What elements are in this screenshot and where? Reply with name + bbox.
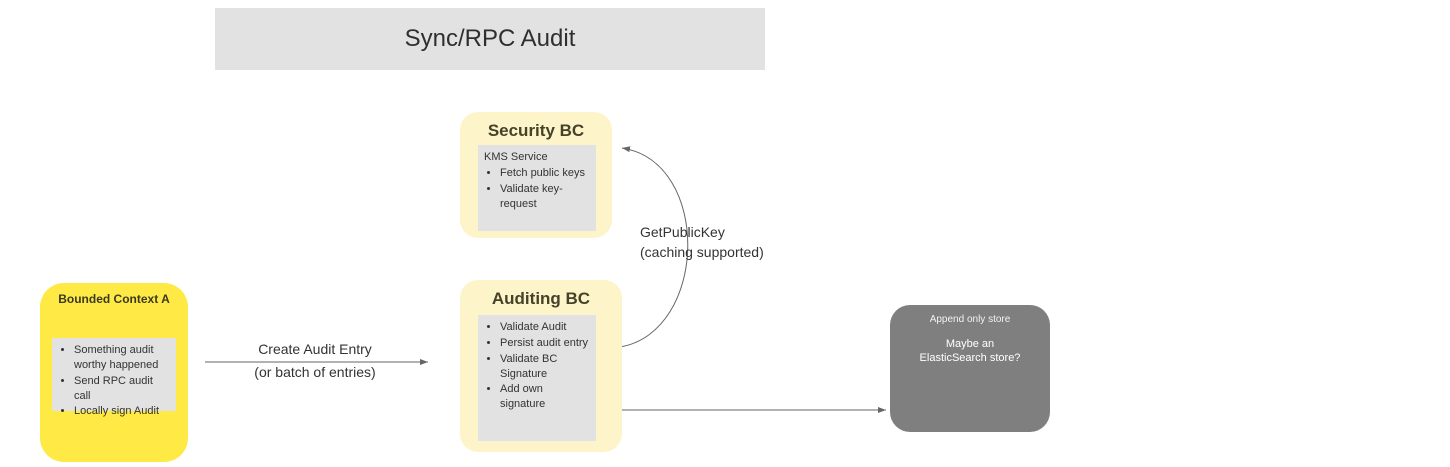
- list-item: Validate Audit: [500, 320, 590, 335]
- bounded-context-a-item-list: Something audit worthy happenedSend RPC …: [58, 343, 170, 419]
- store-body: Maybe an ElasticSearch store?: [919, 338, 1021, 365]
- diagram-title-label: Sync/RPC Audit: [404, 25, 576, 52]
- node-auditing-bc-title: Auditing BC: [491, 289, 591, 308]
- edge-label-get-public-key: GetPublicKey: [640, 224, 725, 240]
- list-item: Locally sign Audit: [74, 404, 170, 419]
- list-item: Validate BC Signature: [500, 352, 590, 382]
- node-bounded-context-a-details: Something audit worthy happenedSend RPC …: [52, 338, 176, 417]
- node-auditing-bc: Auditing BC Validate AuditPersist audit …: [460, 280, 622, 452]
- list-item: Persist audit entry: [500, 336, 590, 351]
- node-bounded-context-a-title: Bounded Context A: [58, 292, 170, 306]
- list-item: Send RPC audit call: [74, 374, 170, 404]
- store-header: Append only store: [929, 314, 1011, 325]
- kms-service-label: KMS Service: [484, 151, 548, 163]
- node-auditing-bc-details: Validate AuditPersist audit entryValidat…: [478, 315, 596, 441]
- node-security-bc-details: KMS Service Fetch public keysValidate ke…: [478, 145, 596, 231]
- list-item: Validate key-request: [500, 182, 590, 212]
- list-item: Add own signature: [500, 382, 590, 412]
- auditing-bc-item-list: Validate AuditPersist audit entryValidat…: [484, 320, 590, 412]
- list-item: Something audit worthy happened: [74, 343, 170, 373]
- node-security-bc-title: Security BC: [487, 121, 585, 140]
- edge-sublabel-create-audit-entry: (or batch of entries): [254, 364, 376, 380]
- list-item: Fetch public keys: [500, 166, 590, 181]
- security-bc-item-list: Fetch public keysValidate key-request: [484, 166, 590, 212]
- node-append-only-store: Append only store Maybe an ElasticSearch…: [890, 305, 1050, 432]
- edge-sublabel-get-public-key: (caching supported): [640, 244, 764, 260]
- node-bounded-context-a: Bounded Context A Something audit worthy…: [40, 283, 188, 462]
- edge-label-create-audit-entry: Create Audit Entry: [258, 341, 372, 357]
- diagram-title: Sync/RPC Audit: [215, 8, 765, 70]
- node-security-bc: Security BC KMS Service Fetch public key…: [460, 112, 612, 238]
